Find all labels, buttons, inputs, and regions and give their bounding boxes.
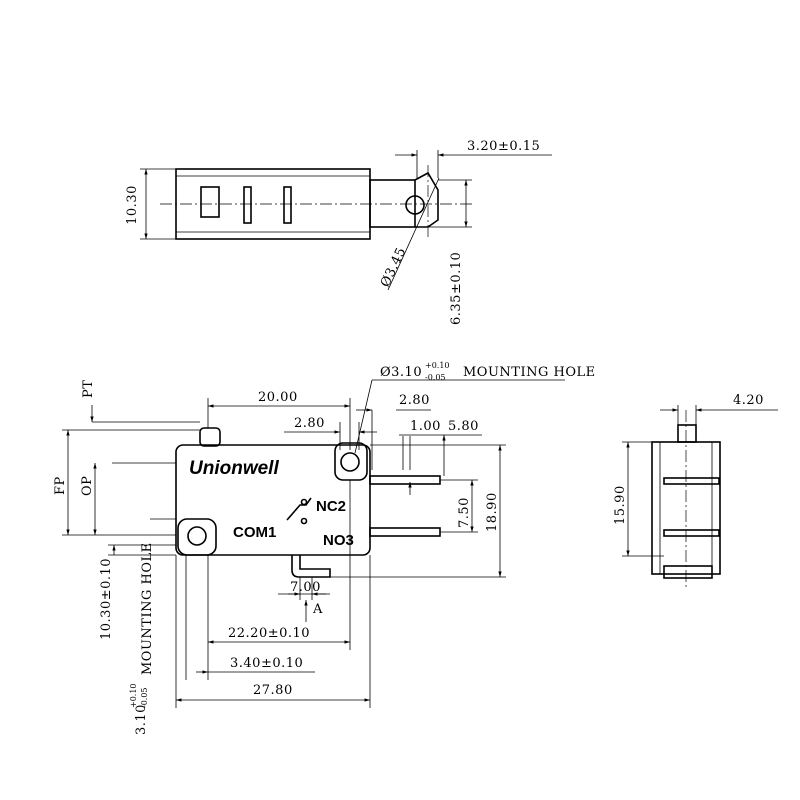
left-hole-tol-upper: +0.10 [129,683,138,708]
tab-width-dim: 3.20±0.15 [467,139,540,154]
mounting-hole-top [340,452,360,472]
dim-22-20: 22.20±0.10 [228,626,310,641]
terminal-no [369,527,441,537]
dim-10-30-vertical: 10.30±0.10 [99,558,114,640]
terminal-no-label: NO3 [323,532,354,549]
mounting-hole-bottom [187,526,207,546]
label-pt: PT [81,380,96,398]
mounting-hole-tol-lower: -0.05 [425,373,446,382]
switch-body [175,444,371,556]
dim-20-00: 20.00 [258,390,298,405]
top-view-slot-2 [243,186,252,224]
dim-5-80: 5.80 [448,419,479,434]
dim-7-00: 7.00 [290,580,321,595]
top-view-actuator [369,179,416,228]
brand-logo: Unionwell [189,458,279,479]
dim-7-50: 7.50 [457,497,472,528]
dim-2-80-left: 2.80 [294,416,325,431]
dim-2-80-right: 2.80 [399,393,430,408]
top-view: 10.30 3.20±0.15 Ø3.45 6.35±0.10 [125,139,552,325]
hole-offset-dim: 6.35±0.10 [449,252,464,325]
dim-15-90: 15.90 [613,485,628,525]
top-view-tab-hole [405,195,425,215]
terminal-nc-label: NC2 [316,498,346,515]
side-view: 4.20 15.90 [613,393,778,590]
label-op: OP [80,476,95,496]
top-height-dim: 10.30 [125,185,140,225]
top-view-slot-1 [200,186,220,218]
view-arrow-label: A [312,602,323,617]
mounting-hole-tol-upper: +0.10 [425,361,450,370]
top-view-tab [414,171,439,228]
left-hole-tol-lower: -0.05 [140,687,149,708]
mounting-hole-dim: Ø3.10 [380,365,422,380]
left-hole-label: MOUNTING HOLE [140,542,155,675]
terminal-com-label: COM1 [233,524,276,541]
top-view-slot-3 [283,186,292,224]
dim-4-20: 4.20 [733,393,764,408]
dim-27-80: 27.80 [253,683,293,698]
mounting-hole-label: MOUNTING HOLE [463,365,596,380]
dim-1-00: 1.00 [410,419,441,434]
left-hole-dim: 3.10 [134,704,149,735]
plunger [199,427,221,447]
dim-18-90: 18.90 [485,492,500,532]
terminal-nc [369,475,441,485]
terminal-com [291,555,331,578]
hole-diameter-dim: Ø3.45 [378,245,409,290]
label-fp: FP [53,476,68,495]
front-view: Unionwell NC2 COM1 NO3 Ø3.10 +0.10 -0.05… [53,361,596,735]
dim-3-40: 3.40±0.10 [230,656,303,671]
